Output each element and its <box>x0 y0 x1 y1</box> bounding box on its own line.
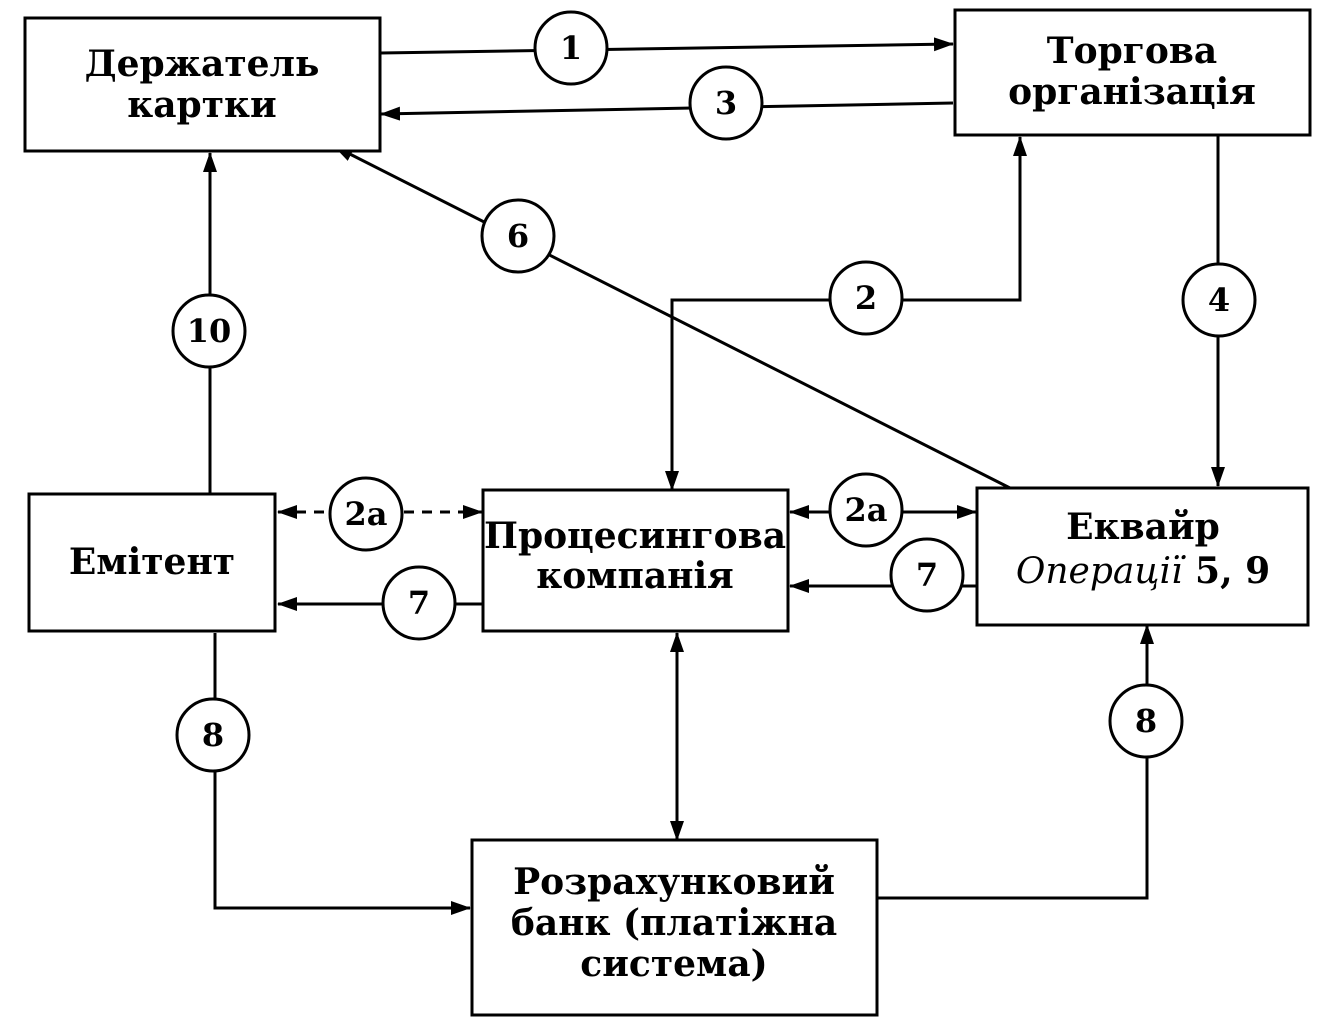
node-cardholder: Держатель картки <box>23 16 382 153</box>
merchant-label-line2: організація <box>1008 71 1256 113</box>
step-number: 2a <box>345 495 388 533</box>
node-issuer: Емітент <box>27 492 277 633</box>
settlement-label-line2: банк (платіжна <box>511 902 837 944</box>
step-badge-4: 4 <box>1181 262 1257 338</box>
step-badge-2a-right: 2a <box>828 472 904 548</box>
acquirer-operations-label: Операції <box>1016 551 1186 592</box>
step-number: 6 <box>507 217 529 255</box>
cardholder-label-line1: Держатель <box>85 43 320 85</box>
acquirer-operations-numbers: 5, 9 <box>1182 550 1270 592</box>
step-number: 3 <box>715 84 737 122</box>
arrow-step-3 <box>380 101 954 121</box>
acquirer-label-line1: Еквайр <box>1066 506 1220 548</box>
arrow-step-8-right <box>878 624 1154 900</box>
cardholder-label-line2: картки <box>127 84 277 126</box>
step-number: 10 <box>187 312 232 350</box>
arrow-step-8-left <box>213 633 471 915</box>
step-badge-8-left: 8 <box>175 697 251 773</box>
acquirer-label-line2: Операції 5, 9 <box>1016 550 1270 592</box>
step-number: 1 <box>560 29 582 67</box>
step-badge-1: 1 <box>533 10 609 86</box>
merchant-label-line1: Торгова <box>1047 30 1217 72</box>
step-number: 2 <box>855 279 877 317</box>
step-badge-10: 10 <box>171 293 247 369</box>
step-badge-7-left: 7 <box>381 565 457 641</box>
step-badge-2a-left: 2a <box>328 476 404 552</box>
arrow-step-1 <box>380 37 954 55</box>
step-number: 8 <box>1135 702 1157 740</box>
node-processing: Процесингова компанія <box>481 488 790 633</box>
step-number: 7 <box>408 584 430 622</box>
step-number: 4 <box>1208 281 1230 319</box>
issuer-label: Емітент <box>69 541 235 583</box>
node-acquirer: Еквайр Операції 5, 9 <box>975 486 1310 627</box>
settlement-label-line3: система) <box>580 943 767 985</box>
step-badge-3: 3 <box>688 65 764 141</box>
step-badge-8-right: 8 <box>1108 683 1184 759</box>
processing-label-line1: Процесингова <box>484 515 786 557</box>
step-number: 8 <box>202 716 224 754</box>
node-merchant: Торгова організація <box>953 8 1312 137</box>
step-badge-2: 2 <box>828 260 904 336</box>
settlement-label-line1: Розрахунковий <box>513 861 835 903</box>
step-badge-7-right: 7 <box>889 537 965 613</box>
step-badge-6: 6 <box>480 198 556 274</box>
processing-label-line2: компанія <box>536 555 734 597</box>
node-settlement-bank: Розрахунковий банк (платіжна система) <box>470 838 879 1017</box>
step-number: 2a <box>845 491 888 529</box>
step-number: 7 <box>916 556 938 594</box>
